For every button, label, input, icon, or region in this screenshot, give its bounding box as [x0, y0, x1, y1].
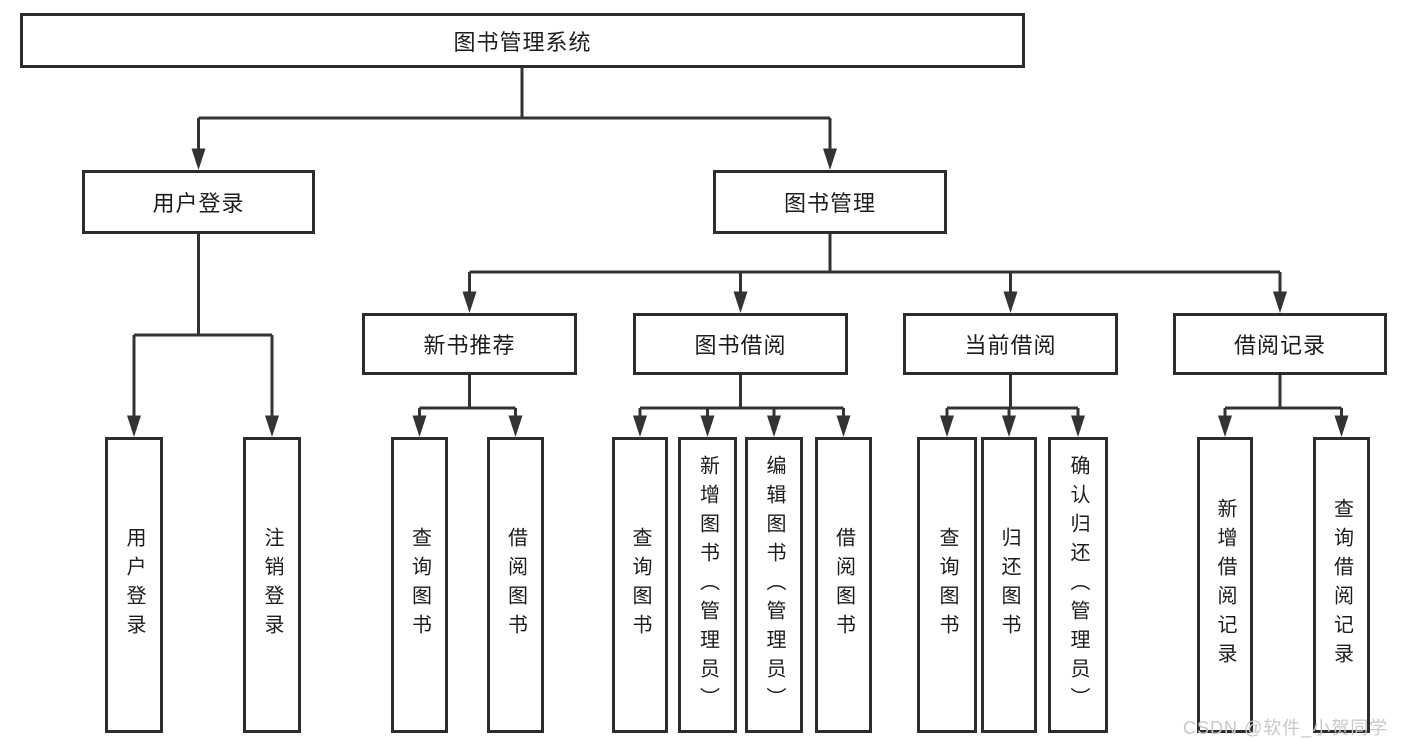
node-leaf-borrow-books-borrowing-label: 借阅图书 — [832, 527, 855, 643]
node-leaf-query-books-current-label: 查询图书 — [936, 527, 958, 643]
node-leaf-query-books-borrowing-label: 查询图书 — [629, 527, 651, 643]
node-leaf-user-login-label: 用户登录 — [123, 527, 145, 643]
node-leaf-query-books-recommend: 查询图书 — [391, 437, 448, 733]
node-leaf-add-borrow-record: 新增借阅记录 — [1197, 437, 1253, 733]
node-leaf-logout: 注销登录 — [243, 437, 301, 733]
node-current-borrowing-label: 当前借阅 — [964, 333, 1057, 358]
node-leaf-return-books-label: 归还图书 — [998, 527, 1020, 643]
arrowheads — [127, 148, 1349, 437]
node-leaf-borrow-books-recommend: 借阅图书 — [487, 437, 544, 733]
node-borrowing-records-label: 借阅记录 — [1233, 333, 1326, 358]
node-borrowing-records: 借阅记录 — [1173, 313, 1387, 375]
node-root-label: 图书管理系统 — [453, 29, 592, 55]
node-current-borrowing: 当前借阅 — [903, 313, 1118, 375]
node-leaf-query-borrow-record-label: 查询借阅记录 — [1330, 498, 1353, 672]
node-root: 图书管理系统 — [20, 13, 1025, 68]
node-book-management-label: 图书管理 — [783, 191, 876, 216]
tree-edges — [132, 68, 1343, 420]
node-leaf-add-borrow-record-label: 新增借阅记录 — [1214, 498, 1236, 672]
node-new-book-recommend: 新书推荐 — [362, 313, 577, 375]
node-leaf-add-books-admin: 新增图书（管理员） — [678, 437, 737, 733]
node-leaf-edit-books-admin: 编辑图书（管理员） — [745, 437, 803, 733]
node-leaf-user-login: 用户登录 — [105, 437, 163, 733]
csdn-watermark: CSDN @软件_小贺同学 — [1183, 718, 1389, 738]
node-book-management: 图书管理 — [713, 170, 947, 234]
node-leaf-query-books-borrowing: 查询图书 — [612, 437, 668, 733]
node-leaf-borrow-books-recommend-label: 借阅图书 — [504, 527, 527, 643]
node-leaf-query-books-current: 查询图书 — [917, 437, 977, 733]
node-leaf-confirm-return-admin: 确认归还（管理员） — [1048, 437, 1108, 733]
node-user-login: 用户登录 — [82, 170, 315, 234]
node-leaf-confirm-return-admin-label: 确认归还（管理员） — [1067, 454, 1089, 716]
node-book-borrowing: 图书借阅 — [633, 313, 848, 375]
node-leaf-return-books: 归还图书 — [981, 437, 1037, 733]
node-new-book-recommend-label: 新书推荐 — [423, 333, 516, 358]
node-leaf-borrow-books-borrowing: 借阅图书 — [815, 437, 872, 733]
node-leaf-query-books-recommend-label: 查询图书 — [408, 527, 431, 643]
node-user-login-label: 用户登录 — [152, 191, 245, 216]
node-leaf-add-books-admin-label: 新增图书（管理员） — [696, 454, 719, 716]
node-book-borrowing-label: 图书借阅 — [694, 333, 787, 358]
node-leaf-logout-label: 注销登录 — [261, 527, 283, 643]
node-leaf-edit-books-admin-label: 编辑图书（管理员） — [763, 454, 785, 716]
node-leaf-query-borrow-record: 查询借阅记录 — [1313, 437, 1370, 733]
